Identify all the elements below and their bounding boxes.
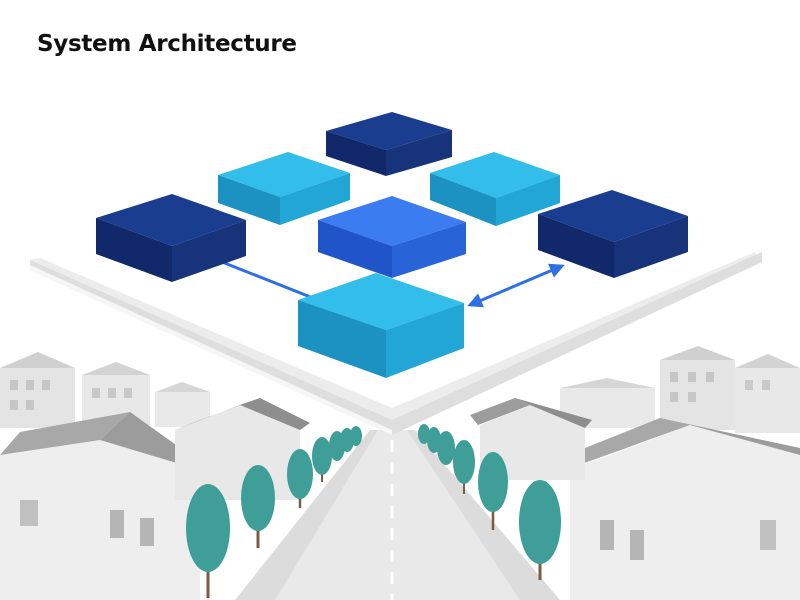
tree-icon [186,484,230,598]
tree-icon [241,465,275,548]
house-icon [82,362,150,425]
house-icon [660,346,735,430]
road-icon [235,430,560,600]
house-icon [470,398,592,480]
tree-icon [418,424,455,465]
tree-icon [519,480,561,580]
connector-line [221,260,319,302]
tree-icon [329,426,362,461]
page-title: System Architecture [37,31,297,57]
double-arrow [467,263,565,308]
tree-icon [453,440,475,494]
block-center [318,196,466,278]
tree-icon [287,449,313,508]
block-left-upper [218,152,350,225]
block-right-upper [430,152,560,226]
tree-icon [478,452,508,530]
house-icon [560,418,800,600]
house-icon [0,412,200,600]
house-icon [0,352,75,428]
block-right [538,190,688,278]
house-icon [735,354,800,433]
block-front [298,273,464,378]
block-left [96,194,246,282]
tree-icon [312,437,332,482]
block-back [326,112,452,176]
platform [30,252,762,435]
